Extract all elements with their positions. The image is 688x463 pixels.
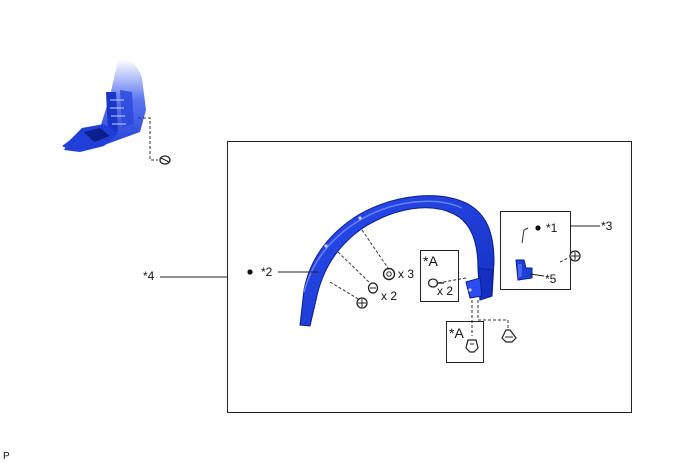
callout-box-3 (500, 211, 571, 290)
clip-icon (427, 278, 444, 288)
callout-3: *3 (601, 219, 613, 233)
qty-nut: x 3 (398, 267, 415, 281)
main-frame (227, 141, 632, 413)
callout-2: *2 (261, 265, 273, 279)
retainer-icon (501, 329, 517, 343)
leader-5 (529, 273, 545, 277)
dashed-leaders (329, 229, 509, 336)
fender-liner-icon (62, 59, 146, 152)
bullet-1 (535, 225, 541, 231)
screw-icon (367, 282, 379, 294)
wheel-opening-moulding-icon (299, 195, 495, 327)
leader-1 (521, 227, 529, 244)
callout-1: *1 (546, 221, 558, 235)
nut-icon (569, 250, 581, 262)
qty-screw: x 2 (381, 289, 398, 303)
callout-box-a-upper (420, 250, 459, 302)
bullet-2 (247, 269, 253, 275)
clip-icon (356, 297, 368, 309)
retainer-icon (465, 339, 479, 353)
nut-icon (382, 267, 396, 281)
leader-dashed (138, 117, 158, 161)
retainer-icon (159, 155, 171, 165)
callout-a-lower: *A (449, 325, 464, 341)
page-marker: P (3, 451, 10, 462)
callout-4: *4 (143, 269, 155, 283)
callout-a-upper: *A (423, 253, 438, 269)
callout-box-a-lower (446, 321, 484, 363)
callout-5: *5 (545, 272, 557, 286)
qty-clip: x 2 (437, 284, 454, 298)
bracket-icon (515, 259, 533, 281)
